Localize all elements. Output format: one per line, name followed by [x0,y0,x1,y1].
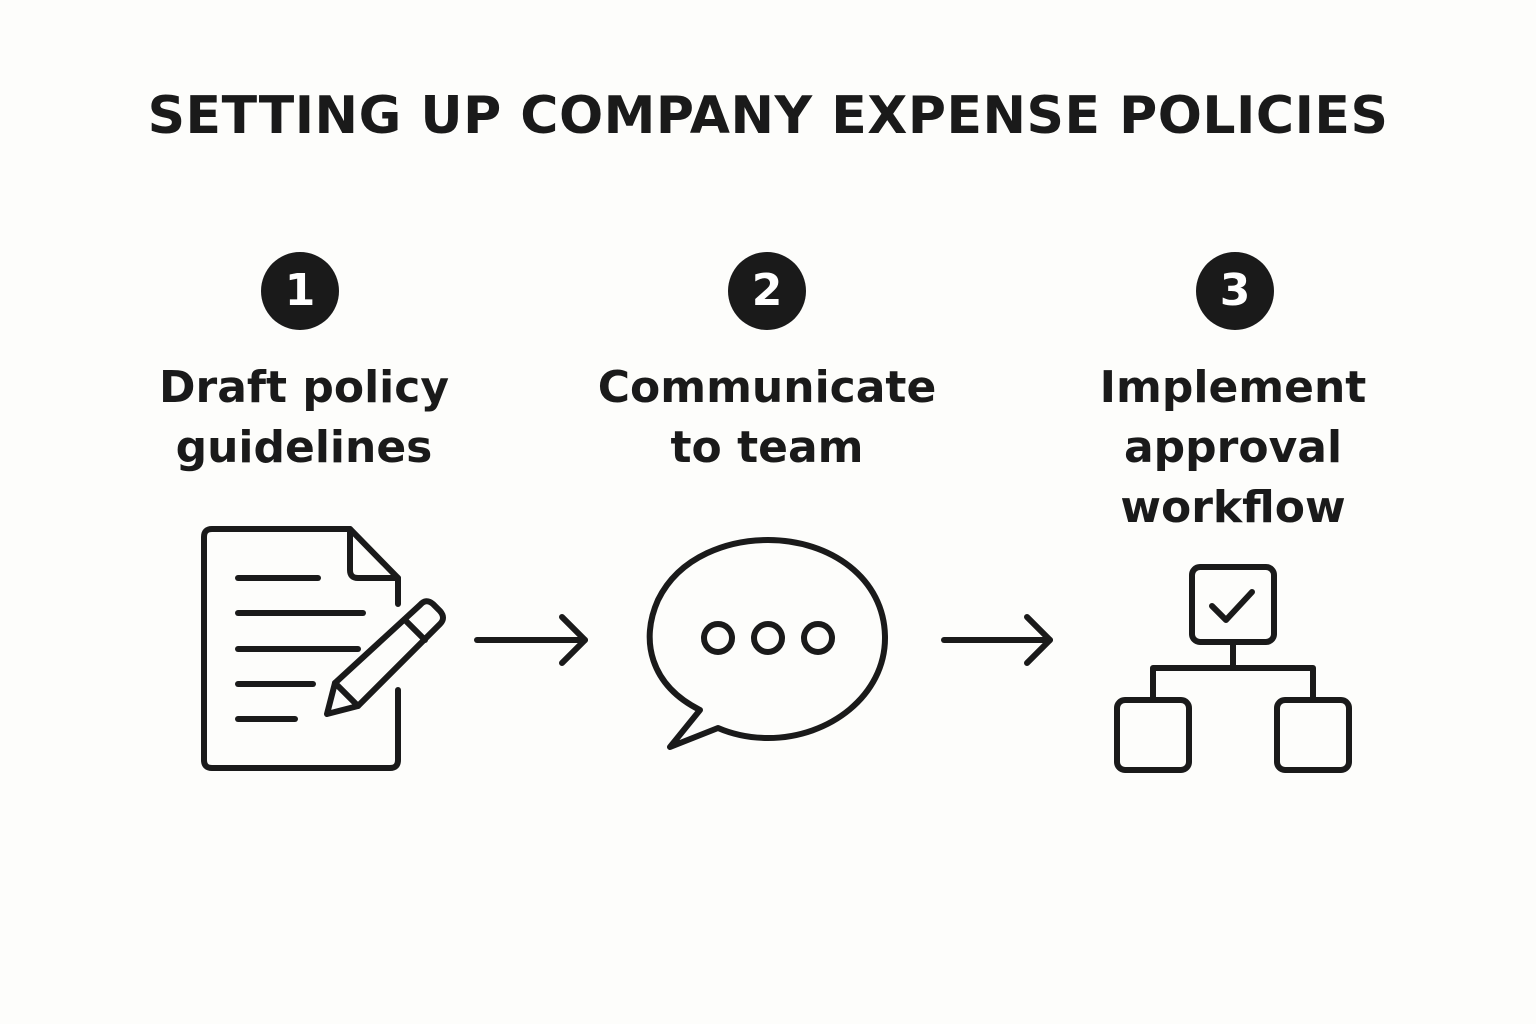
step-3-label-line-3: workflow [1120,482,1346,533]
arrow-right-icon [941,614,1053,666]
step-1-number-badge: 1 [261,252,339,330]
step-2-label-line-1: Communicate [597,362,937,413]
step-3-number-badge: 3 [1196,252,1274,330]
step-2-label-line-2: to team [670,422,864,473]
step-3-label-line-1: Implement [1099,362,1367,413]
step-1-label-line-2: guidelines [175,422,433,473]
step-3-label: Implement approval workflow [1043,358,1423,538]
page-title: SETTING UP COMPANY EXPENSE POLICIES [147,86,1389,146]
step-2-number-badge: 2 [728,252,806,330]
arrow-right-icon [474,614,588,666]
document-pencil-icon [201,526,446,771]
step-1-label: Draft policy guidelines [114,358,494,478]
step-1-label-line-1: Draft policy [158,362,450,413]
speech-bubble-icon [646,537,888,750]
step-3-label-line-2: approval [1123,422,1343,473]
step-2-label: Communicate to team [577,358,957,478]
approval-workflow-icon [1114,564,1352,773]
